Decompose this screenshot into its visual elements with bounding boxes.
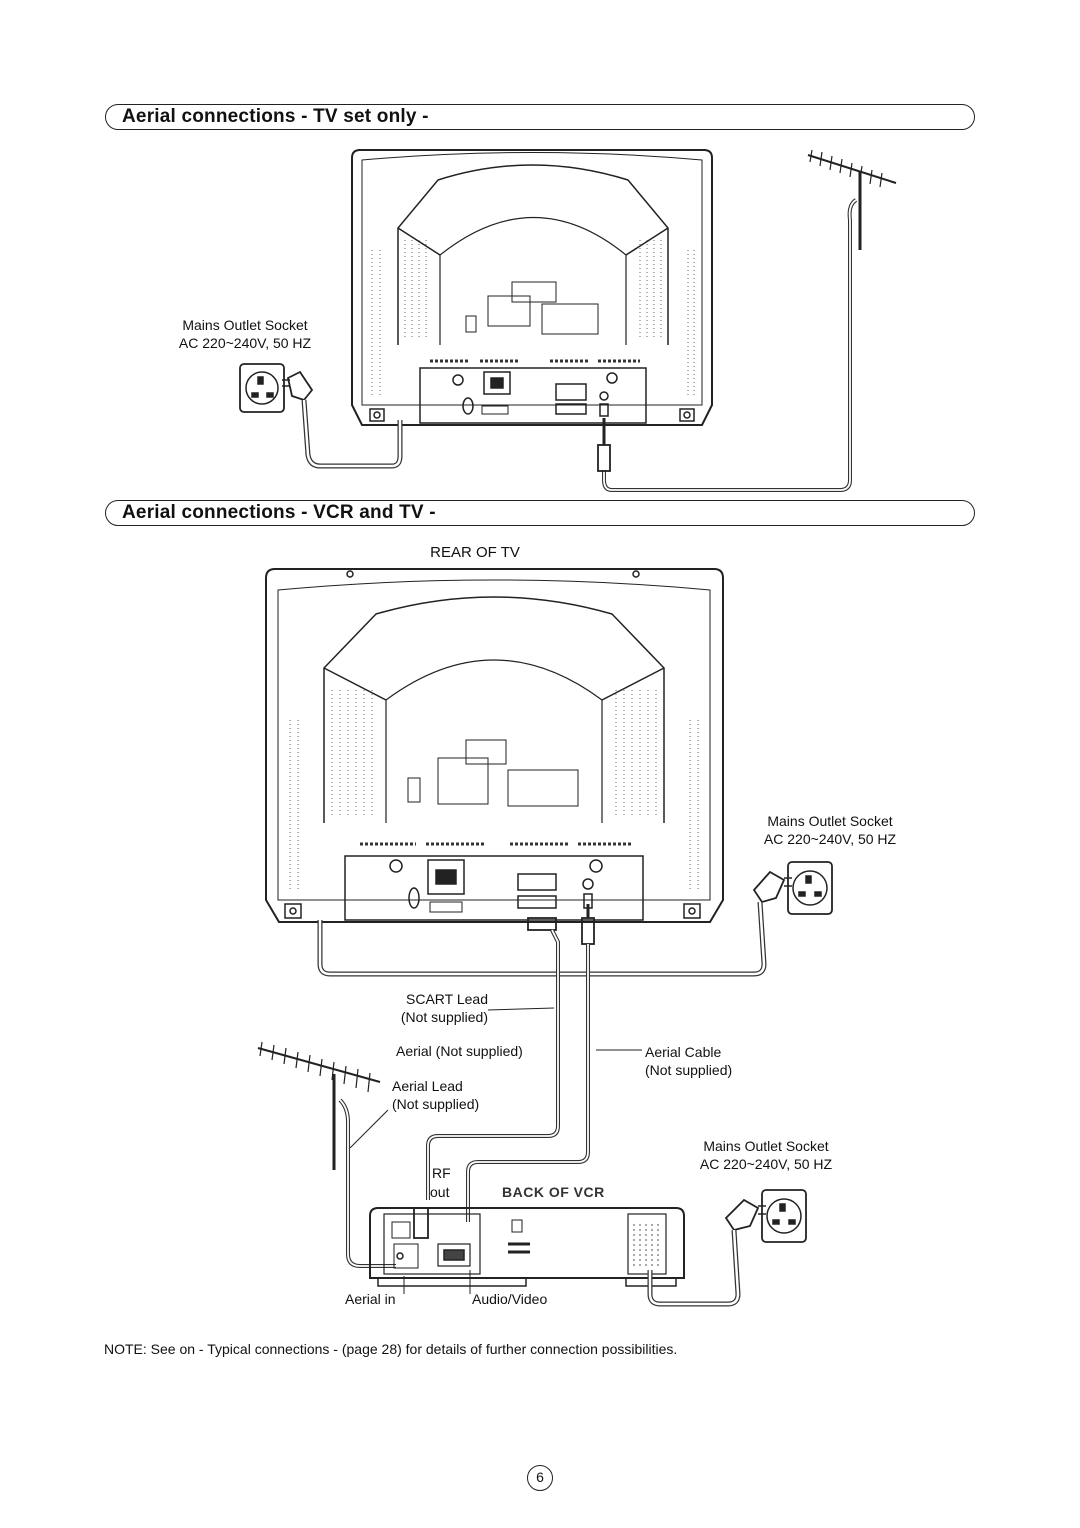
scart-lead-label-line1: SCART Lead xyxy=(406,991,488,1007)
mains-outlet-socket-icon-3 xyxy=(761,1189,807,1243)
aerial-lead-label-line1: Aerial Lead xyxy=(392,1078,463,1094)
mains-outlet-socket-icon-2 xyxy=(787,861,833,915)
aerial-plug-icon-1 xyxy=(597,418,611,472)
scart-lead-label: SCART Lead (Not supplied) xyxy=(360,990,488,1026)
aerial-not-supplied-label: Aerial (Not supplied) xyxy=(396,1043,523,1059)
page-number: 6 xyxy=(527,1465,553,1491)
vcr-mains-cable xyxy=(647,1229,741,1307)
out-label: out xyxy=(430,1184,450,1200)
mains-label-vcr-line2: AC 220~240V, 50 HZ xyxy=(699,1156,833,1172)
rf-label: RF xyxy=(432,1165,451,1181)
mains-label-tv: Mains Outlet Socket AC 220~240V, 50 HZ xyxy=(740,812,920,848)
mains-plug-icon-3 xyxy=(724,1198,766,1232)
scart-lead-label-line2: (Not supplied) xyxy=(400,1009,488,1025)
tv-rear-cabinet-1 xyxy=(351,149,713,426)
back-of-vcr-label: BACK OF VCR xyxy=(502,1184,605,1200)
mains-label-vcr: Mains Outlet Socket AC 220~240V, 50 HZ xyxy=(676,1137,856,1173)
aerial-lead-label-line2: (Not supplied) xyxy=(392,1096,480,1112)
mains-label-1-line1: Mains Outlet Socket xyxy=(182,317,308,333)
aerial-lead-label: Aerial Lead (Not supplied) xyxy=(392,1077,479,1113)
aerial-cable-2 xyxy=(466,904,595,1222)
mains-label-tv-line2: AC 220~240V, 50 HZ xyxy=(763,831,897,847)
note-text: NOTE: See on - Typical connections - (pa… xyxy=(104,1341,678,1357)
mains-label-1: Mains Outlet Socket AC 220~240V, 50 HZ xyxy=(160,316,330,352)
mains-label-1-line2: AC 220~240V, 50 HZ xyxy=(178,335,312,351)
aerial-cable-label-line1: Aerial Cable xyxy=(645,1044,722,1060)
aerial-antenna-icon-1 xyxy=(807,149,897,250)
tv-rear-cabinet-2 xyxy=(265,568,724,923)
vcr-rear xyxy=(369,1207,685,1287)
section-title-vcr-and-tv: Aerial connections - VCR and TV - xyxy=(122,502,436,523)
tv-mains-cable-2 xyxy=(317,901,767,977)
mains-plug-icon-1 xyxy=(282,370,314,402)
rear-of-tv-label: REAR OF TV xyxy=(430,544,520,561)
aerial-cable-label-line2: (Not supplied) xyxy=(645,1062,733,1078)
aerial-antenna-icon-2 xyxy=(257,1041,381,1170)
audio-video-label: Audio/Video xyxy=(472,1291,548,1307)
mains-label-vcr-line1: Mains Outlet Socket xyxy=(703,1138,829,1154)
aerial-cable-label: Aerial Cable (Not supplied) xyxy=(645,1043,732,1079)
aerial-in-label: Aerial in xyxy=(345,1291,396,1307)
mains-label-tv-line1: Mains Outlet Socket xyxy=(767,813,893,829)
section-title-tv-only: Aerial connections - TV set only - xyxy=(122,106,429,127)
section-header-tv-only: Aerial connections - TV set only - xyxy=(105,104,975,130)
mains-outlet-socket-icon-1 xyxy=(239,363,285,413)
section-header-vcr-and-tv: Aerial connections - VCR and TV - xyxy=(105,500,975,526)
scart-lead xyxy=(426,917,560,1200)
mains-plug-icon-2 xyxy=(752,870,792,904)
